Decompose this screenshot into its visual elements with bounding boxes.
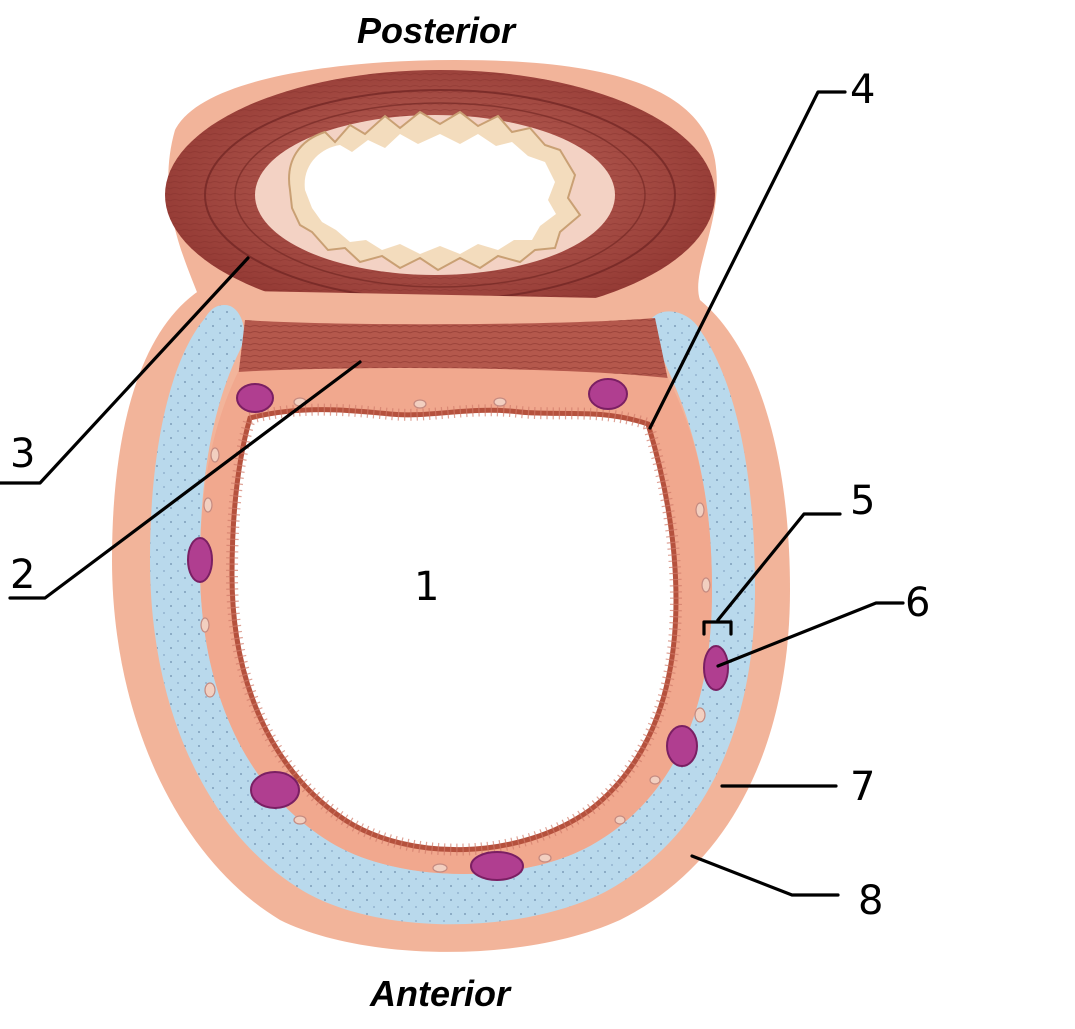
leader-line-5-bracket xyxy=(702,620,733,636)
gland xyxy=(250,771,300,809)
leader-lines xyxy=(0,90,905,897)
gland xyxy=(703,645,729,691)
esophagus xyxy=(165,60,717,320)
label-1: 1 xyxy=(414,564,439,610)
label-5: 5 xyxy=(850,478,875,524)
esophagus-lumen xyxy=(304,134,556,254)
label-3: 3 xyxy=(10,431,35,477)
gland xyxy=(187,537,213,583)
leader-line-5 xyxy=(716,512,842,622)
seromucous-glands xyxy=(187,378,729,881)
gland xyxy=(236,383,274,413)
leader-line-3 xyxy=(0,256,250,485)
cilia-fringe xyxy=(225,403,683,856)
label-4: 4 xyxy=(850,67,875,113)
leader-line-2 xyxy=(8,360,362,600)
label-6: 6 xyxy=(905,580,930,626)
gland xyxy=(666,725,698,767)
leader-line-4 xyxy=(648,90,847,430)
orientation-posterior: Posterior xyxy=(357,10,517,51)
trachea xyxy=(112,290,790,952)
gland xyxy=(470,851,524,881)
orientation-anterior: Anterior xyxy=(369,973,512,1014)
leader-line-6 xyxy=(716,601,905,668)
leader-line-8 xyxy=(690,854,840,897)
gland xyxy=(588,378,628,410)
label-8: 8 xyxy=(858,878,883,924)
label-2: 2 xyxy=(10,552,35,598)
label-7: 7 xyxy=(850,764,875,810)
